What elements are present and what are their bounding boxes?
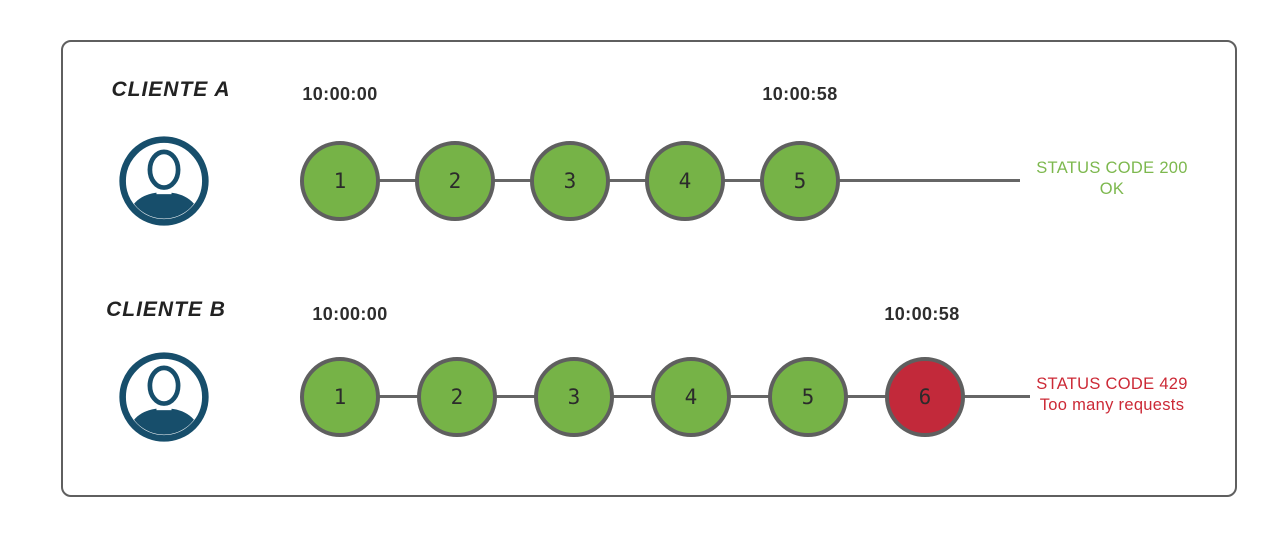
request-node: 5	[760, 141, 840, 221]
client-a-label: CLIENTE A	[111, 78, 231, 101]
request-number: 3	[563, 168, 577, 193]
request-number: 3	[567, 384, 581, 409]
request-node: 1	[300, 141, 380, 221]
user-avatar-icon	[119, 352, 209, 442]
request-node: 3	[530, 141, 610, 221]
request-node: 5	[768, 357, 848, 437]
user-avatar-icon	[119, 136, 209, 226]
client-a-end-time: 10:00:58	[762, 84, 838, 104]
request-number: 5	[801, 384, 815, 409]
diagram-frame	[61, 40, 1237, 497]
request-number: 4	[678, 168, 692, 193]
request-node-rate-limited: 6	[885, 357, 965, 437]
request-node: 4	[645, 141, 725, 221]
request-number: 6	[918, 384, 932, 409]
client-b-end-time: 10:00:58	[884, 304, 960, 324]
status-code-text: STATUS CODE 429	[1036, 375, 1188, 393]
client-a-start-time: 10:00:00	[302, 84, 378, 104]
request-node: 3	[534, 357, 614, 437]
request-node: 2	[417, 357, 497, 437]
request-number: 2	[448, 168, 462, 193]
client-a-status: STATUS CODE 200 OK	[1022, 158, 1202, 200]
status-message-text: OK	[1099, 180, 1125, 198]
request-number: 5	[793, 168, 807, 193]
request-node: 4	[651, 357, 731, 437]
status-code-text: STATUS CODE 200	[1036, 159, 1188, 177]
request-node: 1	[300, 357, 380, 437]
request-number: 1	[333, 384, 347, 409]
status-message-text: Too many requests	[1039, 396, 1185, 414]
request-node: 2	[415, 141, 495, 221]
request-number: 4	[684, 384, 698, 409]
client-b-status: STATUS CODE 429 Too many requests	[1017, 374, 1207, 416]
client-b-label: CLIENTE B	[106, 298, 226, 321]
request-number: 1	[333, 168, 347, 193]
client-b-start-time: 10:00:00	[312, 304, 388, 324]
request-number: 2	[450, 384, 464, 409]
